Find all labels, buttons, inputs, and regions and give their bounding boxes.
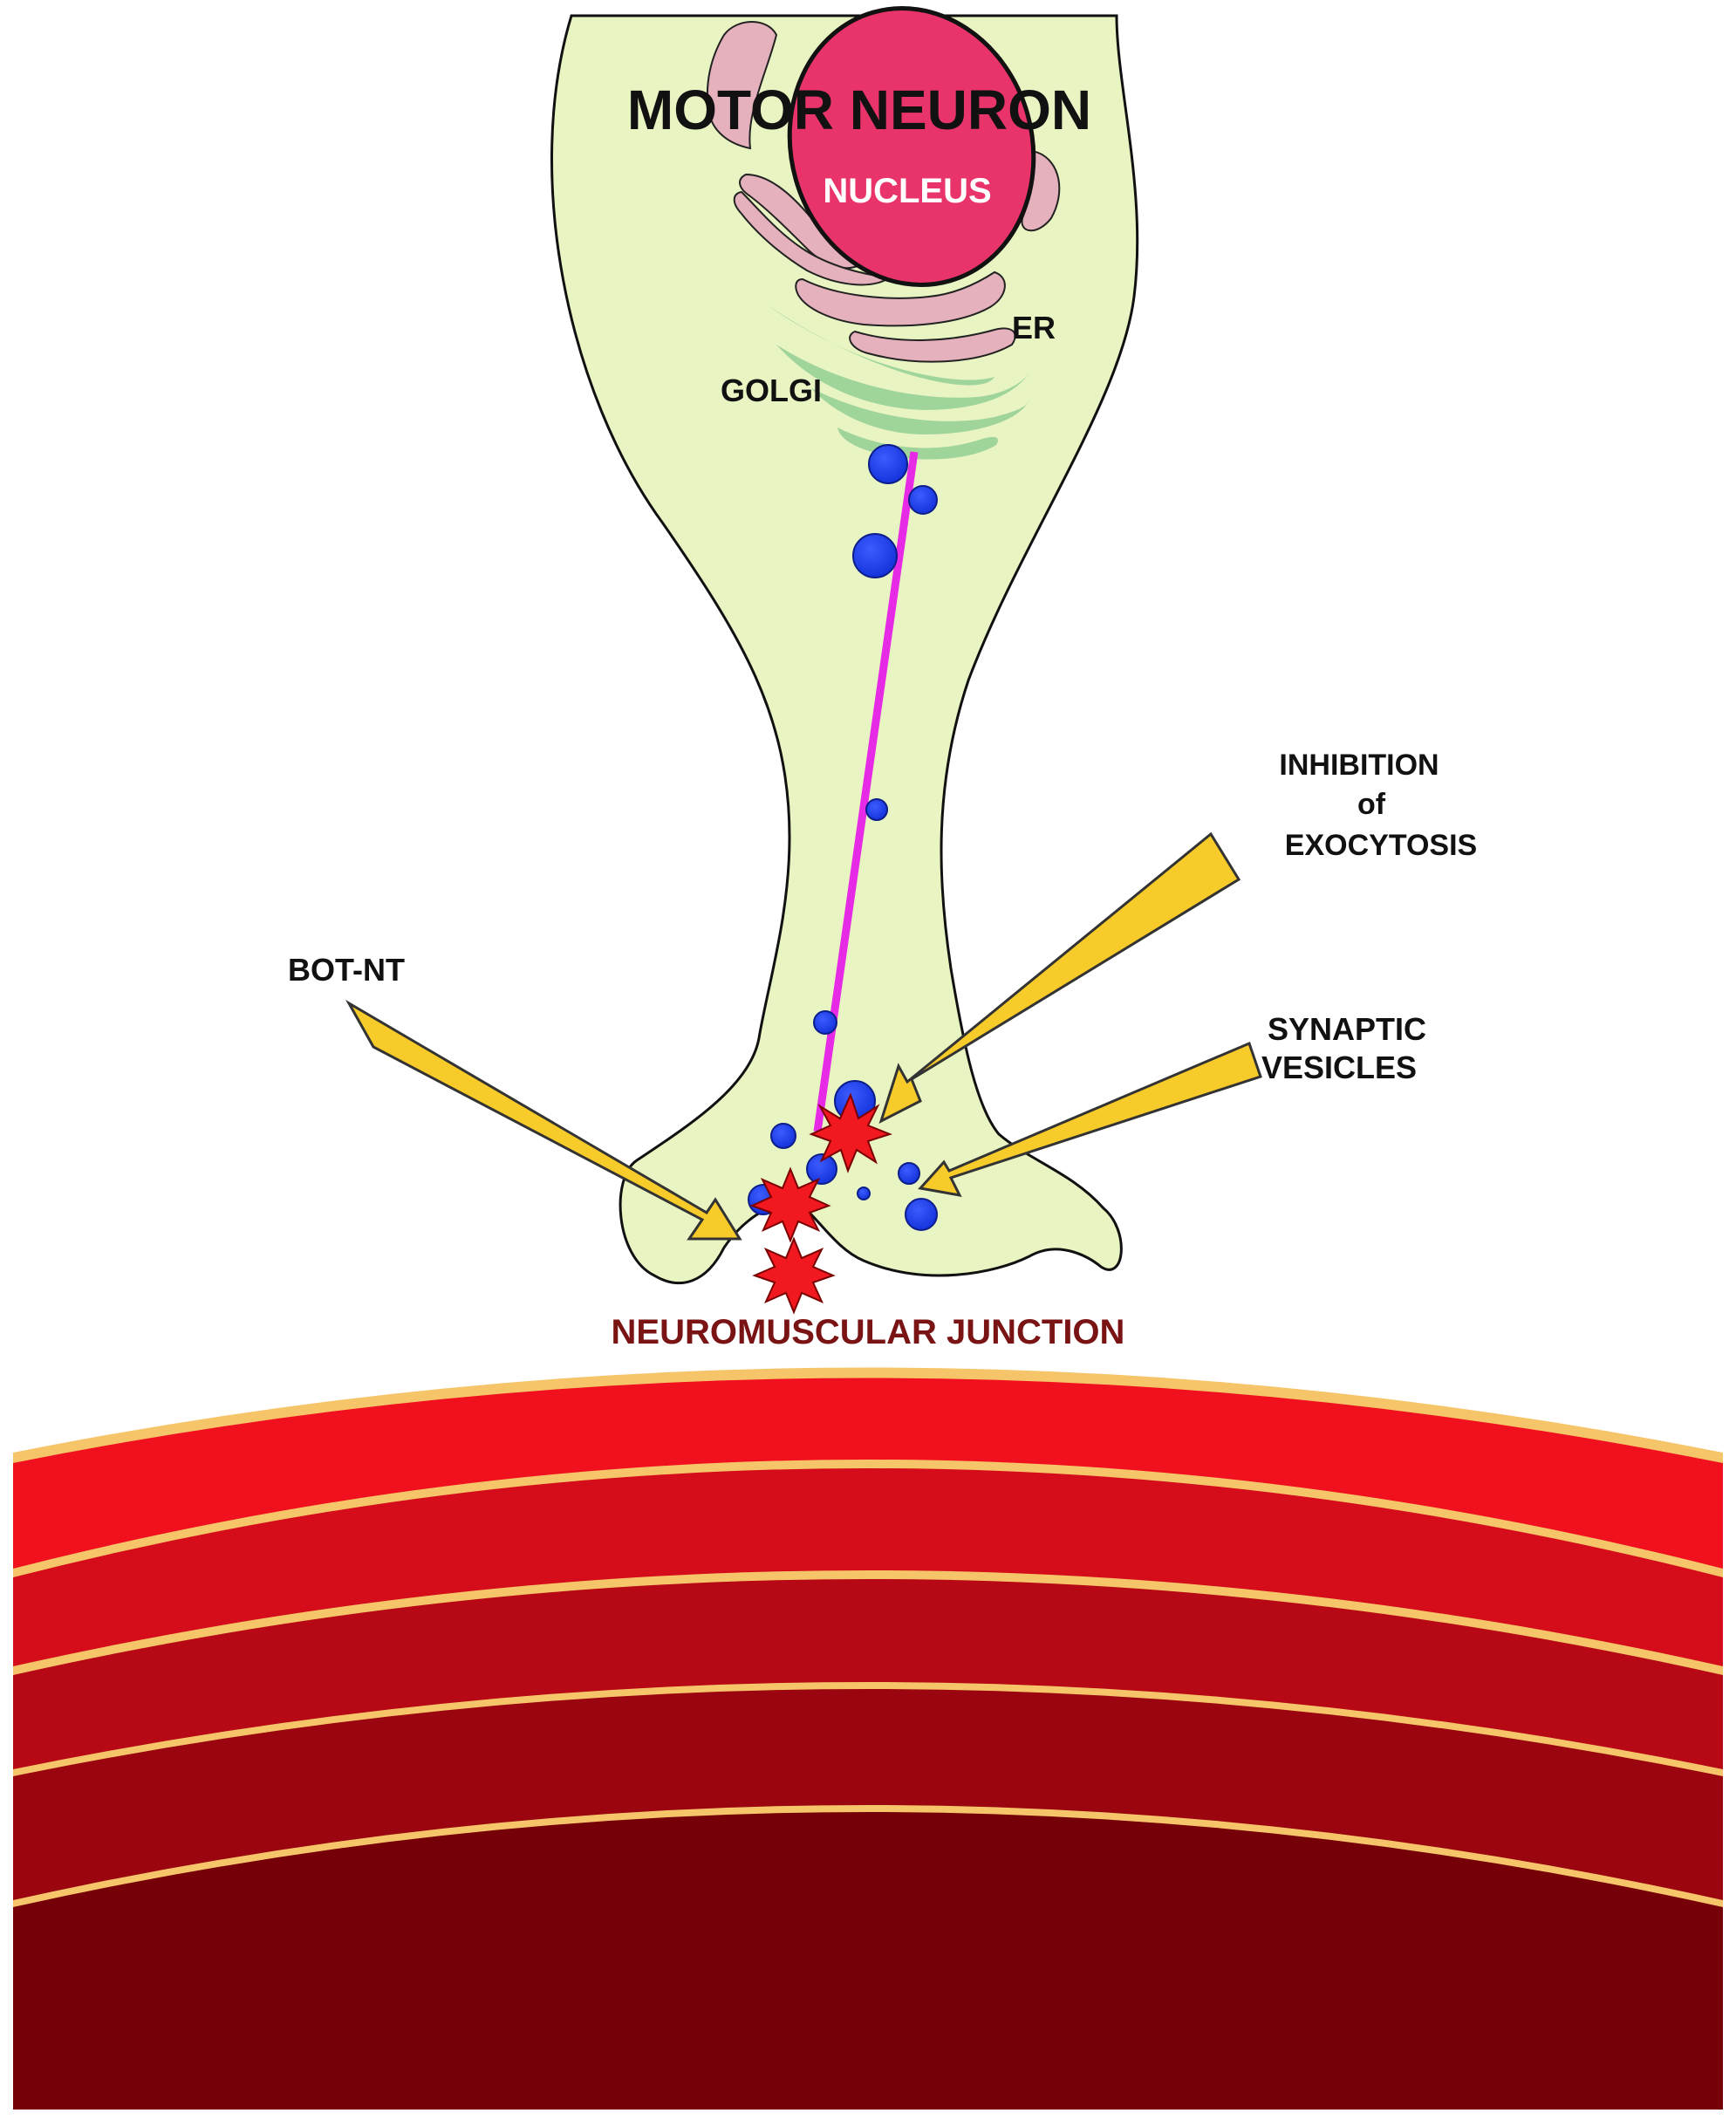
burst-icon	[752, 1236, 836, 1315]
muscle-band-5	[13, 1812, 1723, 2110]
er-fold-mid	[795, 270, 1006, 327]
synaptic-vesicles-arrow-icon	[918, 1041, 1262, 1197]
inhibition-label-line2: of	[1357, 788, 1386, 821]
burst-icon	[749, 1166, 831, 1243]
vesicle	[857, 1187, 871, 1200]
vesicle	[868, 444, 908, 484]
vesicle	[813, 1010, 837, 1035]
vesicle	[905, 1198, 938, 1231]
vesicle	[898, 1162, 920, 1185]
golgi-cisterna-3	[811, 388, 1029, 434]
inhibition-label-line3: EXOCYTOSIS	[1285, 829, 1477, 862]
er-fold-top-left	[706, 21, 778, 150]
synaptic-vesicles	[748, 444, 938, 1231]
synaptic-vesicles-label-line2: VESICLES	[1261, 1050, 1417, 1085]
vesicle	[770, 1123, 796, 1149]
muscle-fiber	[13, 1367, 1723, 2110]
inhibition-arrow-icon	[878, 831, 1241, 1124]
bot-nt-arrow-icon	[345, 999, 742, 1241]
er-fold-low	[849, 327, 1016, 363]
er-label: ER	[1012, 310, 1056, 345]
synaptic-vesicles-label-line1: SYNAPTIC	[1268, 1011, 1426, 1047]
golgi-label: GOLGI	[721, 373, 822, 408]
vesicle	[852, 533, 898, 578]
motor-neuron-label: MOTOR NEURON	[627, 79, 1091, 141]
exocytosis-bursts	[749, 1092, 892, 1315]
inhibition-label-line1: INHIBITION	[1279, 749, 1439, 782]
bot-nt-label: BOT-NT	[288, 952, 405, 988]
golgi-cisterna-2	[776, 345, 1029, 410]
nucleus-label: NUCLEUS	[823, 172, 991, 210]
vesicle	[865, 798, 888, 821]
burst-icon	[809, 1092, 892, 1173]
vesicle	[806, 1153, 837, 1185]
arrows	[345, 831, 1262, 1241]
vesicle	[908, 485, 938, 515]
neuromuscular-junction-label: NEUROMUSCULAR JUNCTION	[612, 1313, 1125, 1351]
nucleus	[787, 6, 1036, 287]
